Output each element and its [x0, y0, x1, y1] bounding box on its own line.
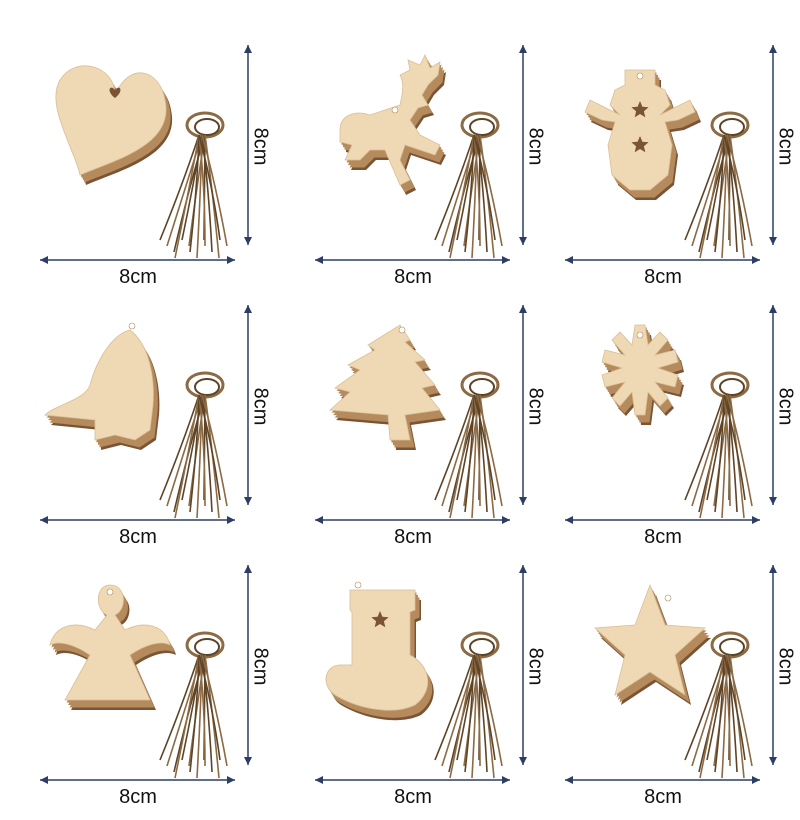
width-arrow — [565, 516, 760, 524]
bell-ornament — [44, 322, 160, 450]
width-arrow — [315, 516, 510, 524]
reindeer-ornament-cell: 8cm 8cm — [295, 40, 555, 300]
width-label: 8cm — [644, 526, 682, 548]
angel-ornament-illustration — [40, 565, 252, 784]
width-arrow — [565, 256, 760, 264]
height-arrow — [244, 45, 252, 245]
bell-ornament-illustration — [40, 305, 252, 524]
width-arrow — [315, 256, 510, 264]
width-arrow — [40, 256, 235, 264]
jute-twine-bundle — [434, 111, 503, 259]
height-label: 8cm — [249, 387, 272, 426]
jute-twine-bundle — [684, 111, 753, 259]
jute-twine-bundle — [684, 371, 753, 519]
snowman-ornament-cell: 8cm 8cm — [545, 40, 800, 300]
snowflake-ornament — [601, 324, 684, 425]
height-arrow — [769, 305, 777, 505]
angel-ornament-cell: 8cm 8cm — [20, 560, 280, 820]
star-ornament-cell: 8cm 8cm — [545, 560, 800, 820]
height-label: 8cm — [249, 647, 272, 686]
stocking-ornament-cell: 8cm 8cm — [295, 560, 555, 820]
jute-twine-bundle — [684, 631, 753, 779]
heart-ornament-cell: 8cm 8cm — [20, 40, 280, 300]
jute-twine-bundle — [434, 631, 503, 779]
stocking-ornament-illustration — [315, 565, 527, 784]
snowflake-ornament-illustration — [565, 305, 777, 524]
tree-ornament — [329, 324, 446, 450]
height-label: 8cm — [524, 647, 547, 686]
snowflake-ornament-cell: 8cm 8cm — [545, 300, 800, 560]
height-label: 8cm — [774, 387, 797, 426]
width-arrow — [40, 516, 235, 524]
snowman-ornament — [584, 69, 701, 200]
star-ornament-illustration — [565, 565, 777, 784]
height-arrow — [519, 45, 527, 245]
star-ornament — [594, 583, 711, 705]
tree-ornament-cell: 8cm 8cm — [295, 300, 555, 560]
height-arrow — [769, 45, 777, 245]
height-label: 8cm — [774, 127, 797, 166]
width-label: 8cm — [394, 526, 432, 548]
width-label: 8cm — [644, 786, 682, 808]
width-label: 8cm — [644, 266, 682, 288]
reindeer-ornament-illustration — [315, 45, 527, 264]
reindeer-ornament — [339, 54, 446, 195]
height-arrow — [769, 565, 777, 765]
jute-twine-bundle — [159, 111, 228, 259]
heart-ornament-illustration — [40, 45, 252, 264]
angel-ornament — [49, 584, 176, 710]
bell-ornament-cell: 8cm 8cm — [20, 300, 280, 560]
snowman-ornament-illustration — [565, 45, 777, 264]
width-arrow — [315, 776, 510, 784]
width-label: 8cm — [119, 786, 157, 808]
tree-ornament-illustration — [315, 305, 527, 524]
height-label: 8cm — [774, 647, 797, 686]
heart-ornament — [55, 65, 173, 185]
height-arrow — [519, 305, 527, 505]
height-label: 8cm — [249, 127, 272, 166]
width-label: 8cm — [394, 786, 432, 808]
jute-twine-bundle — [159, 631, 228, 779]
jute-twine-bundle — [434, 371, 503, 519]
height-label: 8cm — [524, 387, 547, 426]
width-arrow — [40, 776, 235, 784]
height-arrow — [244, 565, 252, 765]
width-label: 8cm — [394, 266, 432, 288]
stocking-ornament — [325, 581, 434, 721]
width-arrow — [565, 776, 760, 784]
jute-twine-bundle — [159, 371, 228, 519]
height-arrow — [519, 565, 527, 765]
width-label: 8cm — [119, 266, 157, 288]
height-arrow — [244, 305, 252, 505]
width-label: 8cm — [119, 526, 157, 548]
height-label: 8cm — [524, 127, 547, 166]
